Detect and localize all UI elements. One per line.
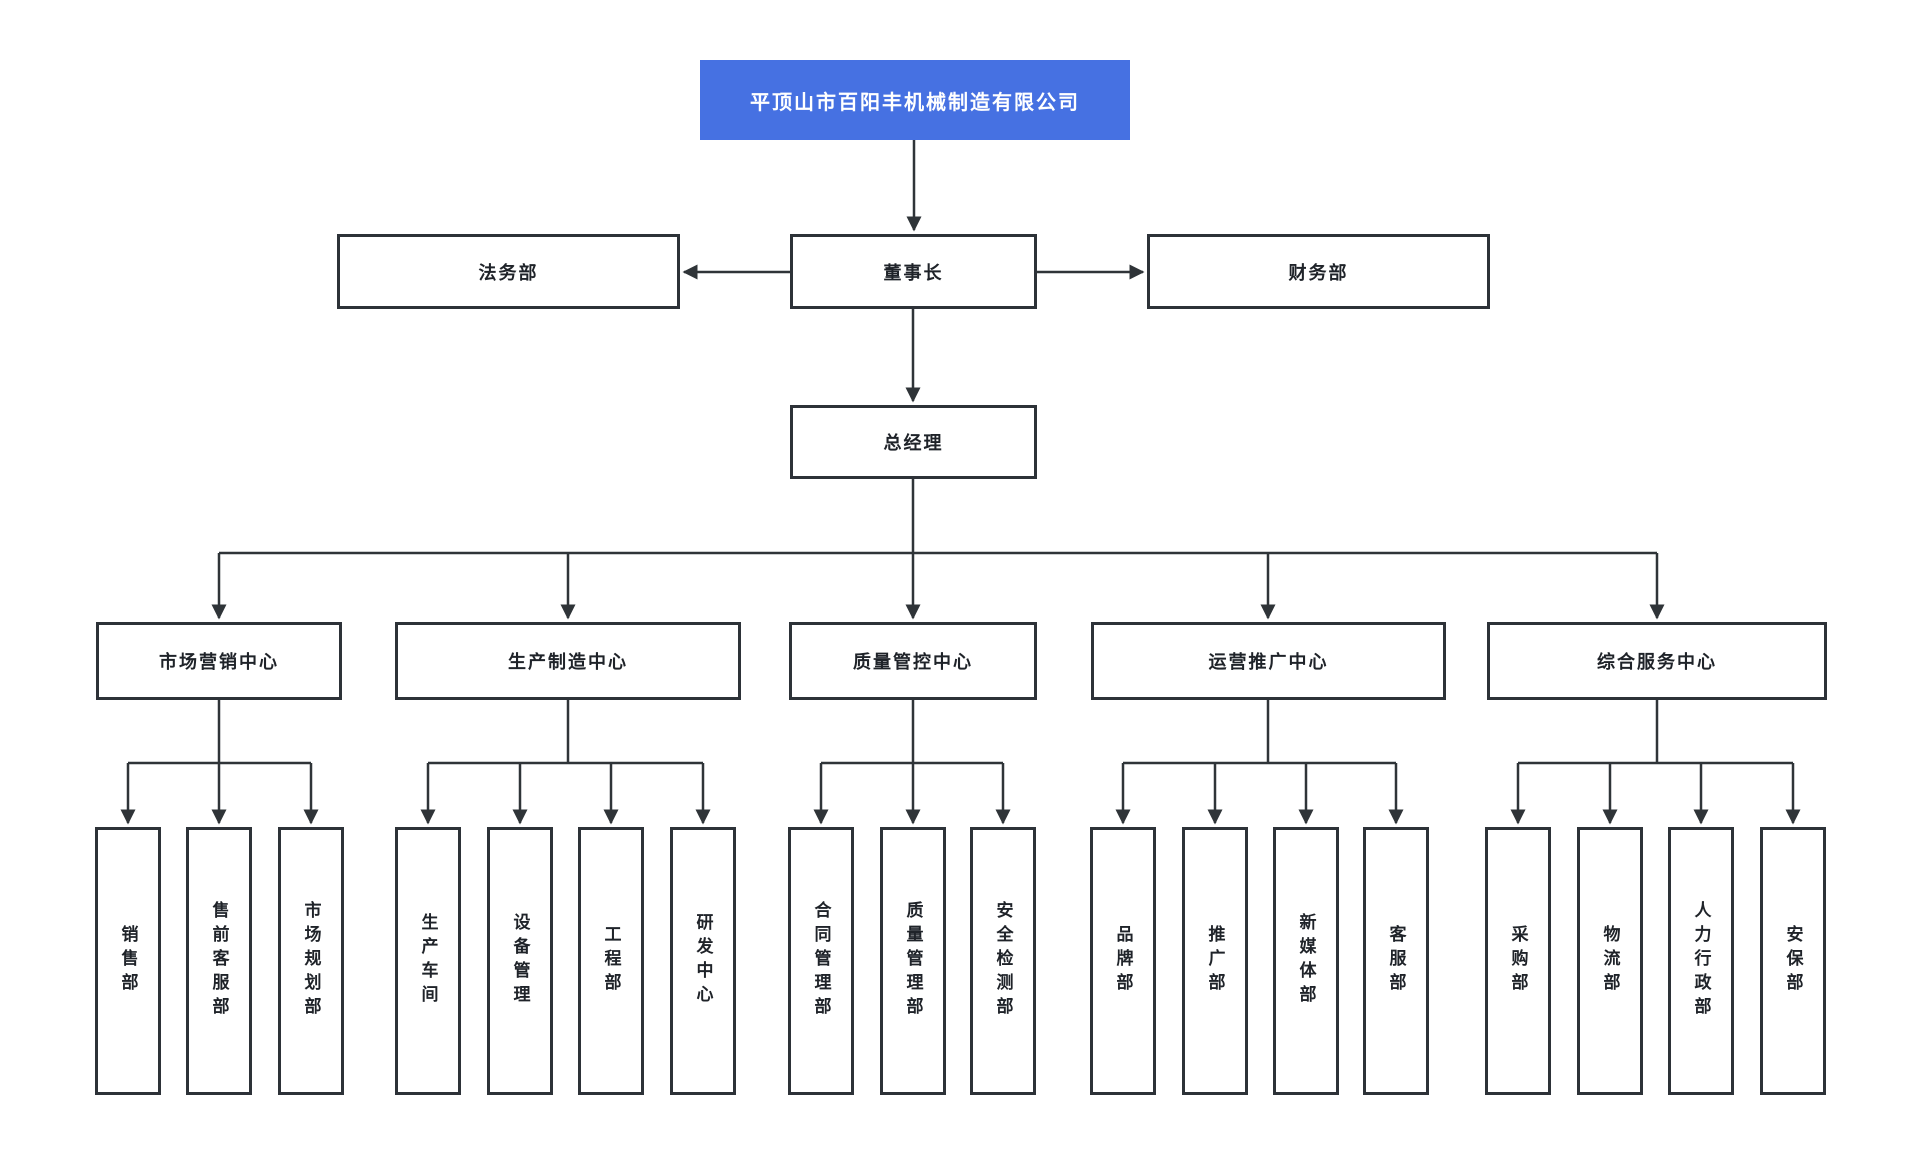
node-dept-security[interactable]: 安保部 (1760, 827, 1826, 1095)
node-dept-quality-mgmt[interactable]: 质量管理部 (880, 827, 946, 1095)
chairman-label: 董事长 (883, 262, 944, 283)
node-dept-engineering[interactable]: 工程部 (578, 827, 644, 1095)
center-services-label: 综合服务中心 (1597, 652, 1717, 672)
node-dept-brand[interactable]: 品牌部 (1090, 827, 1156, 1095)
dept-presales-service-label: 售前客服部 (209, 901, 229, 1021)
node-general-manager[interactable]: 总经理 (790, 405, 1037, 479)
node-finance-dept[interactable]: 财务部 (1147, 234, 1490, 309)
dept-rnd-center-label: 研发中心 (693, 913, 713, 1009)
node-dept-promotion[interactable]: 推广部 (1182, 827, 1248, 1095)
dept-customer-service-label: 客服部 (1386, 925, 1406, 997)
legal-dept-label: 法务部 (478, 262, 539, 283)
node-dept-rnd-center[interactable]: 研发中心 (670, 827, 736, 1095)
center-marketing-label: 市场营销中心 (159, 652, 279, 672)
node-center-services[interactable]: 综合服务中心 (1487, 622, 1827, 700)
dept-engineering-label: 工程部 (601, 925, 621, 997)
node-dept-hr-admin[interactable]: 人力行政部 (1668, 827, 1734, 1095)
node-center-production[interactable]: 生产制造中心 (395, 622, 741, 700)
general-manager-label: 总经理 (883, 433, 944, 453)
finance-dept-label: 财务部 (1288, 262, 1349, 283)
node-dept-procurement[interactable]: 采购部 (1485, 827, 1551, 1095)
node-chairman[interactable]: 董事长 (790, 234, 1037, 309)
dept-logistics-label: 物流部 (1600, 925, 1620, 997)
node-dept-sales[interactable]: 销售部 (95, 827, 161, 1095)
node-dept-production-workshop[interactable]: 生产车间 (395, 827, 461, 1095)
dept-brand-label: 品牌部 (1113, 925, 1133, 997)
node-dept-contract-mgmt[interactable]: 合同管理部 (788, 827, 854, 1095)
node-dept-presales-service[interactable]: 售前客服部 (186, 827, 252, 1095)
dept-security-label: 安保部 (1783, 925, 1803, 997)
dept-market-planning-label: 市场规划部 (301, 901, 321, 1021)
dept-procurement-label: 采购部 (1508, 925, 1528, 997)
company-name-label: 平顶山市百阳丰机械制造有限公司 (750, 91, 1080, 114)
center-production-label: 生产制造中心 (508, 652, 628, 672)
node-dept-market-planning[interactable]: 市场规划部 (278, 827, 344, 1095)
node-dept-customer-service[interactable]: 客服部 (1363, 827, 1429, 1095)
dept-safety-inspection-label: 安全检测部 (993, 901, 1013, 1021)
dept-production-workshop-label: 生产车间 (418, 913, 438, 1009)
dept-contract-mgmt-label: 合同管理部 (811, 901, 831, 1021)
center-quality-label: 质量管控中心 (853, 652, 973, 672)
dept-sales-label: 销售部 (118, 925, 138, 997)
node-legal-dept[interactable]: 法务部 (337, 234, 680, 309)
dept-hr-admin-label: 人力行政部 (1691, 901, 1711, 1021)
dept-promotion-label: 推广部 (1205, 925, 1225, 997)
node-dept-safety-inspection[interactable]: 安全检测部 (970, 827, 1036, 1095)
node-center-marketing[interactable]: 市场营销中心 (96, 622, 342, 700)
dept-new-media-label: 新媒体部 (1296, 913, 1316, 1009)
node-dept-new-media[interactable]: 新媒体部 (1273, 827, 1339, 1095)
node-dept-equipment-mgmt[interactable]: 设备管理 (487, 827, 553, 1095)
dept-quality-mgmt-label: 质量管理部 (903, 901, 923, 1021)
node-dept-logistics[interactable]: 物流部 (1577, 827, 1643, 1095)
node-company-root[interactable]: 平顶山市百阳丰机械制造有限公司 (700, 60, 1130, 140)
node-center-quality[interactable]: 质量管控中心 (789, 622, 1037, 700)
dept-equipment-mgmt-label: 设备管理 (510, 913, 530, 1009)
center-operations-label: 运营推广中心 (1208, 652, 1329, 672)
node-center-operations[interactable]: 运营推广中心 (1091, 622, 1446, 700)
